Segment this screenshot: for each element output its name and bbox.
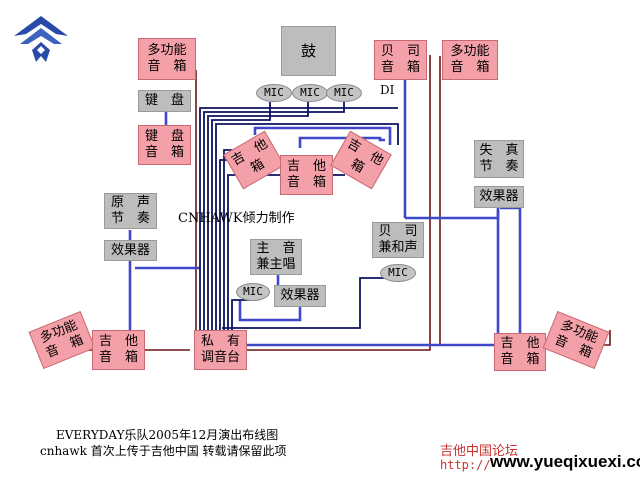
keyboard: 键 盘 bbox=[138, 90, 191, 112]
effects-pedal-right: 效果器 bbox=[474, 186, 524, 208]
multi-function-speaker-top-left: 多功能 音 箱 bbox=[138, 38, 196, 80]
wire-right-multi-loop bbox=[439, 56, 611, 346]
bass-amp: 贝 司 音 箱 bbox=[374, 40, 427, 80]
distortion-rhythm-guitar: 失 真 节 奏 bbox=[474, 140, 524, 178]
effects-pedal-center: 效果器 bbox=[274, 285, 326, 307]
wire-effects-center bbox=[238, 300, 302, 322]
mixer-console: 私 有 调音台 bbox=[194, 330, 247, 370]
keyboard-amp: 键 盘 音 箱 bbox=[138, 125, 191, 165]
drum-mic-2: MIC bbox=[292, 84, 328, 102]
lead-guitar-vocal: 主 音 兼主唱 bbox=[250, 239, 302, 275]
wire-guitar-left-to-mixer bbox=[253, 126, 392, 145]
acoustic-rhythm-guitar: 原 声 节 奏 bbox=[104, 193, 157, 229]
bass-vocal-mic: MIC bbox=[380, 264, 416, 282]
site-url-domain: www.yueqixuexi.com bbox=[490, 452, 640, 471]
multi-function-speaker-top-right: 多功能 音 箱 bbox=[442, 40, 498, 80]
guitar-amp-bottom-left: 吉 他 音 箱 bbox=[92, 330, 145, 370]
site-url-prefix: http:// bbox=[440, 458, 491, 472]
drum-mic-1: MIC bbox=[256, 84, 292, 102]
effects-pedal-left: 效果器 bbox=[104, 240, 157, 261]
forum-name: 吉他中国论坛 bbox=[440, 444, 519, 459]
wire-right-effects-loop bbox=[210, 210, 500, 347]
caption-title: EVERYDAY乐队2005年12月演出布线图 bbox=[56, 428, 279, 442]
drum-kit: 鼓 bbox=[281, 26, 336, 76]
guitar-amp-center: 吉 他 音 箱 bbox=[280, 155, 333, 195]
winged-emblem-icon bbox=[10, 10, 72, 68]
drum-mic-3: MIC bbox=[326, 84, 362, 102]
caption-credit: cnhawk 首次上传于吉他中国 转载请保留此项 bbox=[40, 444, 287, 458]
guitar-amp-bottom-right: 吉 他 音 箱 bbox=[494, 333, 546, 371]
wire-guitar-center-to-mixer bbox=[298, 136, 385, 148]
bass-backing-vocal: 贝 司 兼和声 bbox=[372, 222, 424, 258]
wire-right-effects-to-amp bbox=[500, 206, 522, 335]
lead-vocal-mic: MIC bbox=[236, 283, 270, 301]
cnhawk-credit-watermark: CNHAWK倾力制作 bbox=[178, 211, 295, 226]
wire-bass-to-right-multi bbox=[200, 55, 431, 351]
di-label: DI bbox=[380, 83, 395, 97]
